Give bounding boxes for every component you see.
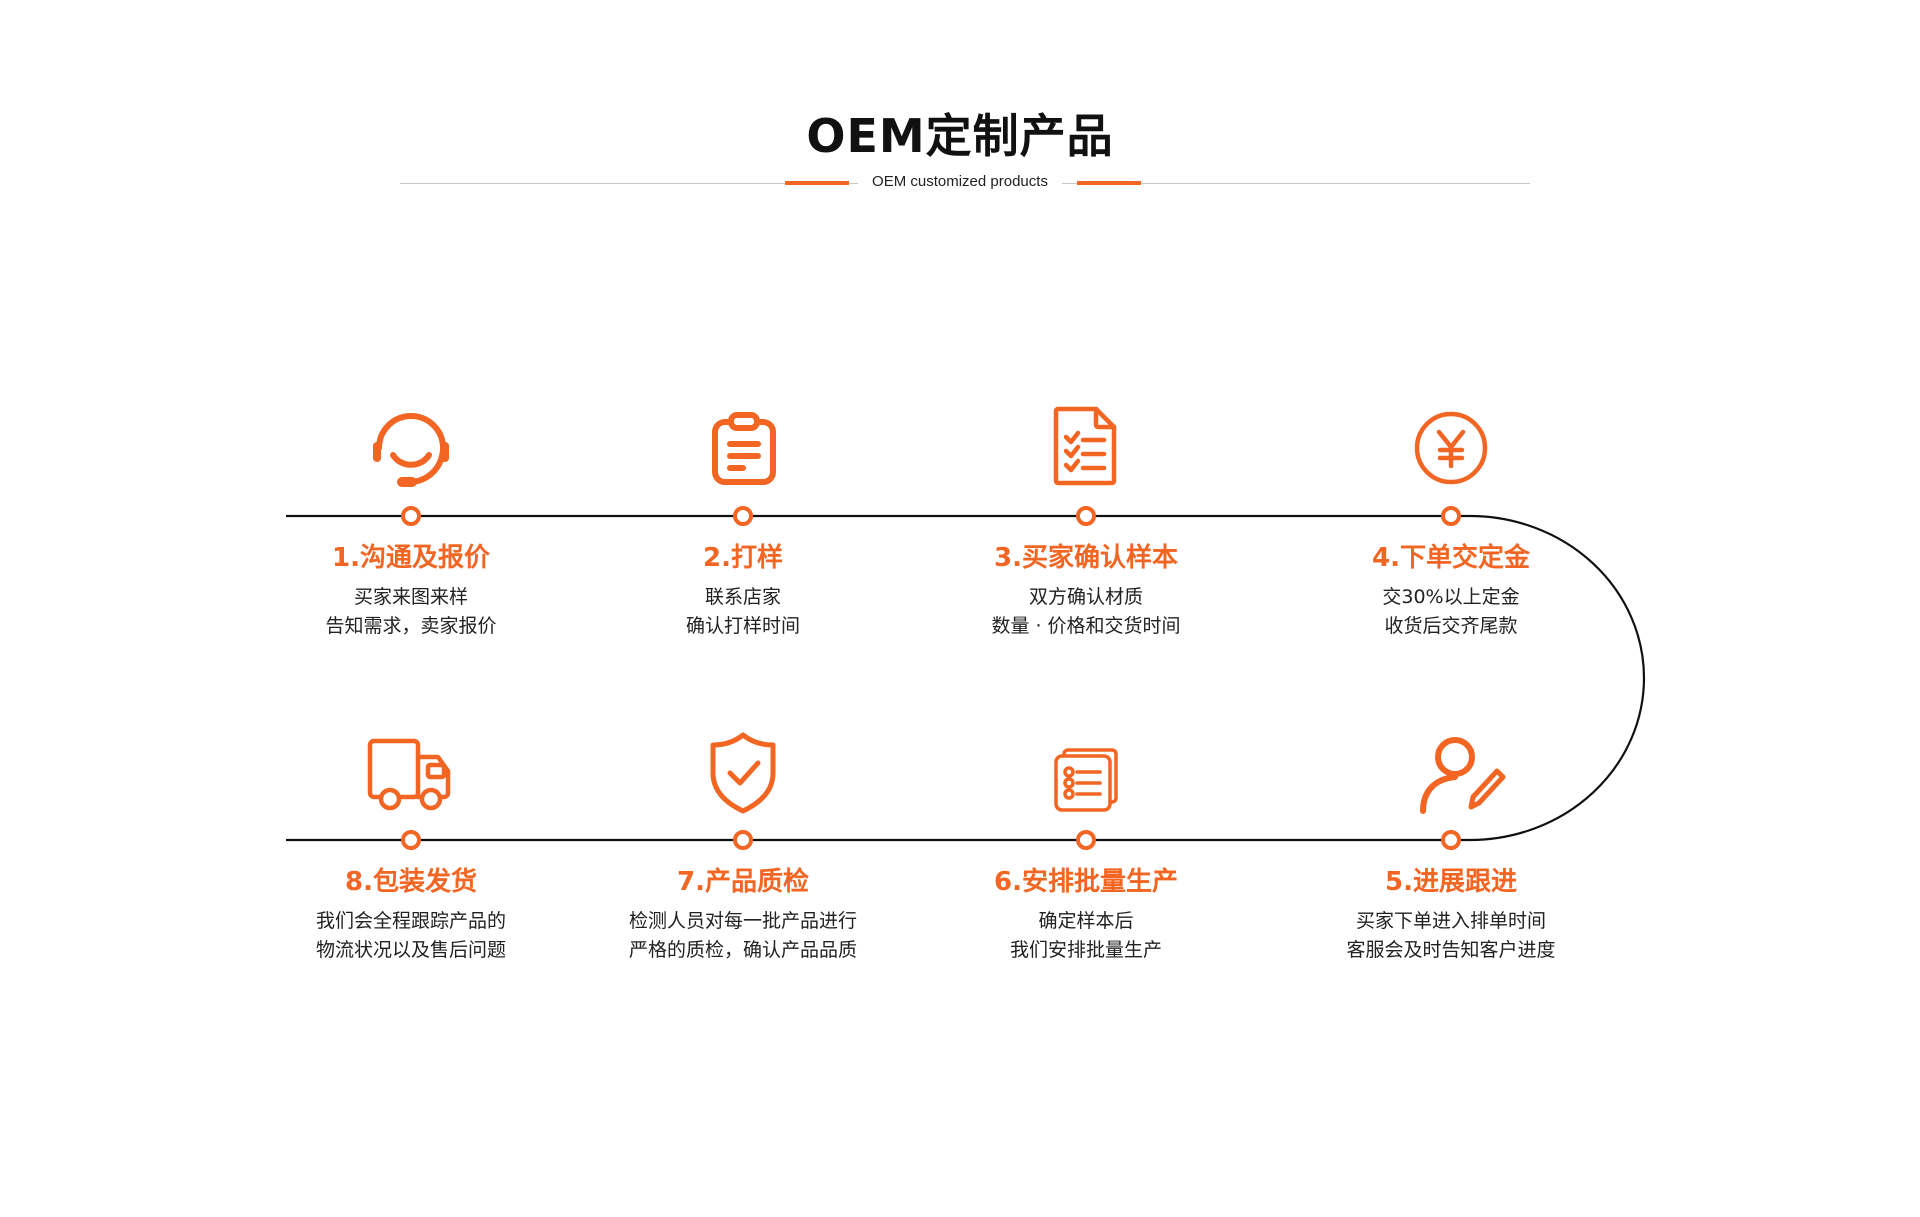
step-7: 7.产品质检 检测人员对每一批产品进行 严格的质检，确认产品品质 — [573, 865, 913, 965]
marker-step-5 — [1441, 830, 1461, 850]
step-desc-line1: 我们会全程跟踪产品的 — [315, 910, 506, 932]
step-desc-line1: 检测人员对每一批产品进行 — [628, 910, 857, 932]
step-3: 3.买家确认样本 双方确认材质 数量 · 价格和交货时间 — [916, 541, 1256, 641]
marker-step-4 — [1441, 506, 1461, 526]
step-8: 8.包装发货 我们会全程跟踪产品的 物流状况以及售后问题 — [241, 865, 581, 965]
step-desc-line1: 双方确认材质 — [1028, 586, 1143, 608]
step-desc-line2: 收货后交齐尾款 — [1384, 615, 1518, 637]
step-desc-line2: 数量 · 价格和交货时间 — [991, 615, 1181, 637]
step-desc-line1: 买家下单进入排单时间 — [1355, 910, 1546, 932]
step-1: 1.沟通及报价 买家来图来样 告知需求，卖家报价 — [241, 541, 581, 641]
step-2: 2.打样 联系店家 确认打样时间 — [573, 541, 913, 641]
marker-step-1 — [401, 506, 421, 526]
yen-coin-icon — [1414, 411, 1488, 485]
step-title: 8.包装发货 — [345, 867, 477, 897]
step-desc-line1: 联系店家 — [704, 586, 781, 608]
step-4: 4.下单交定金 交30%以上定金 收货后交齐尾款 — [1281, 541, 1621, 641]
header-accent-right — [1077, 181, 1141, 185]
step-desc-line2: 确认打样时间 — [685, 615, 800, 637]
step-5: 5.进展跟进 买家下单进入排单时间 客服会及时告知客户进度 — [1281, 865, 1621, 965]
headset-icon — [373, 413, 449, 487]
step-title: 7.产品质检 — [677, 867, 809, 897]
marker-step-6 — [1076, 830, 1096, 850]
step-title: 4.下单交定金 — [1372, 543, 1530, 573]
user-edit-icon — [1420, 737, 1506, 814]
marker-step-2 — [733, 506, 753, 526]
step-desc-line2: 客服会及时告知客户进度 — [1346, 939, 1556, 961]
list-stack-icon — [1054, 748, 1118, 812]
truck-icon — [367, 738, 451, 811]
timeline-markers — [401, 506, 1461, 850]
marker-step-8 — [401, 830, 421, 850]
clipboard-icon — [712, 412, 776, 485]
page-subtitle-wrap: OEM customized products — [0, 171, 1920, 192]
step-title: 5.进展跟进 — [1385, 867, 1517, 897]
step-desc-line2: 严格的质检，确认产品品质 — [628, 939, 857, 961]
step-6: 6.安排批量生产 确定样本后 我们安排批量生产 — [916, 865, 1256, 965]
step-title: 3.买家确认样本 — [994, 543, 1178, 573]
step-desc-line2: 告知需求，卖家报价 — [325, 615, 497, 637]
page-title: OEM定制产品 — [806, 109, 1114, 163]
checklist-document-icon — [1053, 406, 1117, 486]
step-desc-line1: 确定样本后 — [1038, 910, 1134, 932]
step-desc-line2: 我们安排批量生产 — [1009, 939, 1162, 961]
step-title: 6.安排批量生产 — [994, 867, 1178, 897]
marker-step-7 — [733, 830, 753, 850]
page-subtitle: OEM customized products — [858, 173, 1062, 190]
header-accent-left — [785, 181, 849, 185]
marker-step-3 — [1076, 506, 1096, 526]
step-desc-line2: 物流状况以及售后问题 — [315, 939, 506, 961]
step-desc-line1: 买家来图来样 — [353, 586, 468, 608]
shield-check-icon — [710, 732, 776, 814]
step-title: 2.打样 — [703, 543, 783, 573]
step-desc-line1: 交30%以上定金 — [1382, 586, 1520, 608]
step-title: 1.沟通及报价 — [332, 543, 490, 573]
